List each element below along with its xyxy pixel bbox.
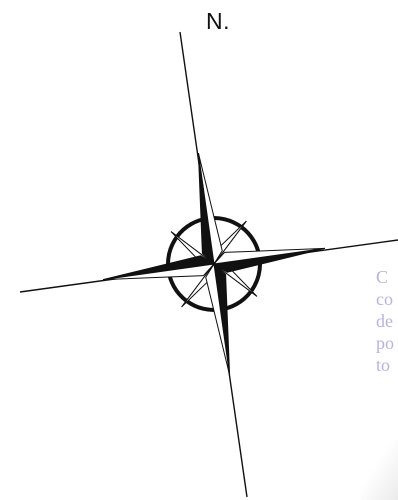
margin-text-line: co (376, 288, 398, 310)
page-corner-shadow (360, 440, 398, 500)
compass-star (88, 138, 341, 391)
margin-text-line: po (376, 332, 398, 354)
margin-text-line: C (376, 266, 398, 288)
margin-text-fragment: C co de po to (376, 266, 398, 376)
margin-text-line: de (376, 310, 398, 332)
margin-text-line: to (376, 354, 398, 376)
